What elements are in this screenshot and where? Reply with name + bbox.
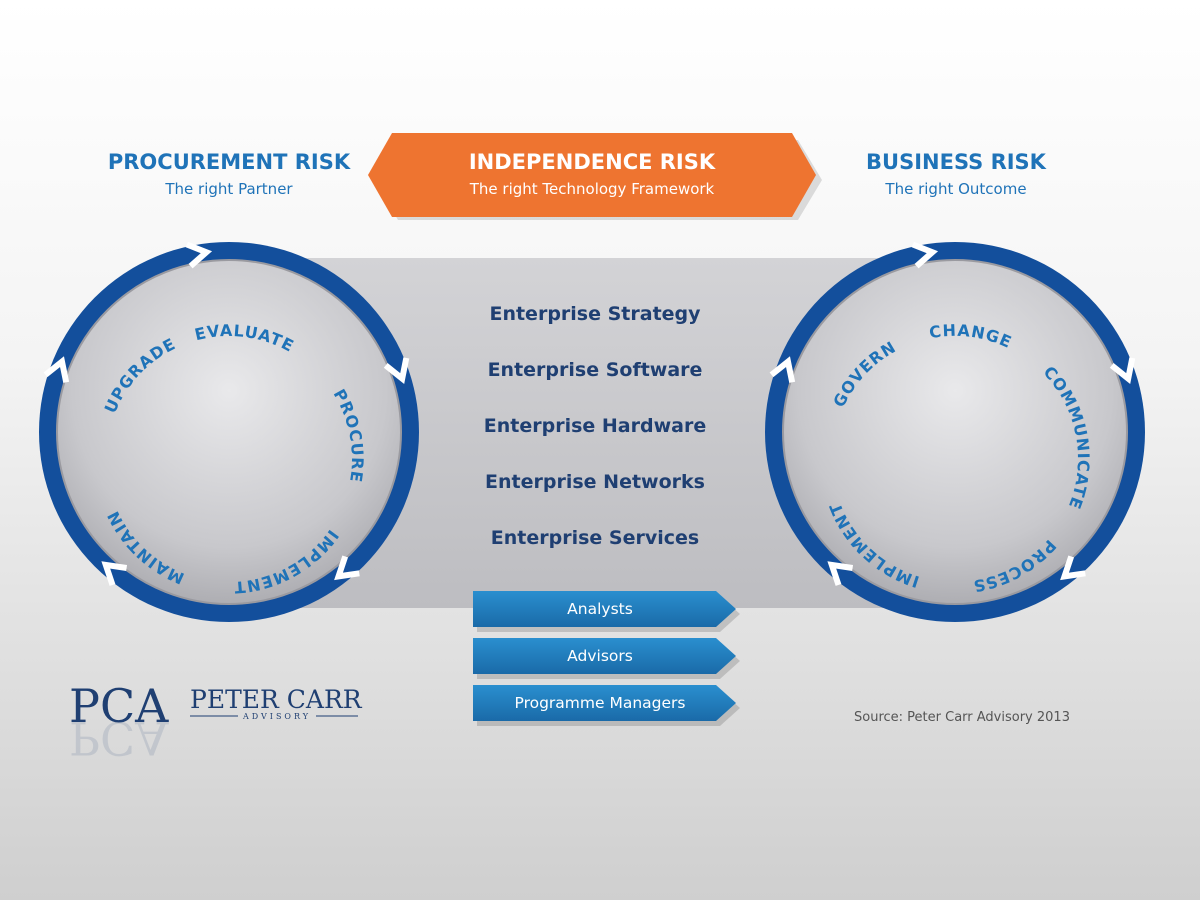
layer-enterprise-services: Enterprise Services xyxy=(491,527,699,549)
ring-arrow-chevron xyxy=(769,356,796,383)
procurement-cycle: UPGRADE EVALUATE PROCURE IMPLEMENT MAINT… xyxy=(39,241,419,622)
layer-enterprise-hardware: Enterprise Hardware xyxy=(484,415,706,437)
procurement-subtitle: The right Partner xyxy=(164,180,293,198)
layer-enterprise-software: Enterprise Software xyxy=(488,359,703,381)
role-analysts: Analysts xyxy=(473,591,740,632)
ring-arrow-chevron xyxy=(1109,357,1136,385)
role-analysts-label: Analysts xyxy=(567,600,633,618)
role-programme-managers-label: Programme Managers xyxy=(515,694,686,712)
source-note: Source: Peter Carr Advisory 2013 xyxy=(854,710,1070,725)
independence-subtitle: The right Technology Framework xyxy=(469,180,715,198)
role-advisors: Advisors xyxy=(473,638,740,679)
logo-name: PETER CARR xyxy=(190,685,363,714)
business-ring-arrows xyxy=(769,241,1136,586)
procurement-disc xyxy=(56,259,402,605)
ring-arrow-chevron xyxy=(101,561,128,586)
independence-banner xyxy=(368,133,816,217)
ring-arrow-chevron xyxy=(911,241,939,269)
peter-carr-advisory-logo: PCA PETER CARR ADVISORY PCA xyxy=(69,679,363,765)
layer-enterprise-networks: Enterprise Networks xyxy=(485,471,705,493)
role-advisors-label: Advisors xyxy=(567,647,633,665)
business-subtitle: The right Outcome xyxy=(884,180,1026,198)
logo-mark: PCA xyxy=(69,679,169,733)
ring-arrow-chevron xyxy=(334,555,360,581)
business-disc xyxy=(782,259,1128,605)
layer-enterprise-strategy: Enterprise Strategy xyxy=(489,303,701,325)
role-programme-managers: Programme Managers xyxy=(473,685,740,726)
business-title: BUSINESS RISK xyxy=(866,150,1047,174)
ring-arrow-chevron xyxy=(1060,555,1086,581)
ring-arrow-chevron xyxy=(827,561,854,586)
ring-arrow-chevron xyxy=(43,356,70,383)
ring-arrow-chevron xyxy=(383,357,410,385)
procurement-ring-arrows xyxy=(43,241,410,586)
ring-arrow-chevron xyxy=(185,241,213,269)
logo-sub: ADVISORY xyxy=(242,712,311,721)
business-cycle: GOVERN CHANGE COMMUNICATE PROCESS IMPLEM… xyxy=(765,241,1145,622)
procurement-title: PROCUREMENT RISK xyxy=(108,150,351,174)
svg-text:PCA: PCA xyxy=(69,711,169,765)
independence-title: INDEPENDENCE RISK xyxy=(469,150,716,174)
